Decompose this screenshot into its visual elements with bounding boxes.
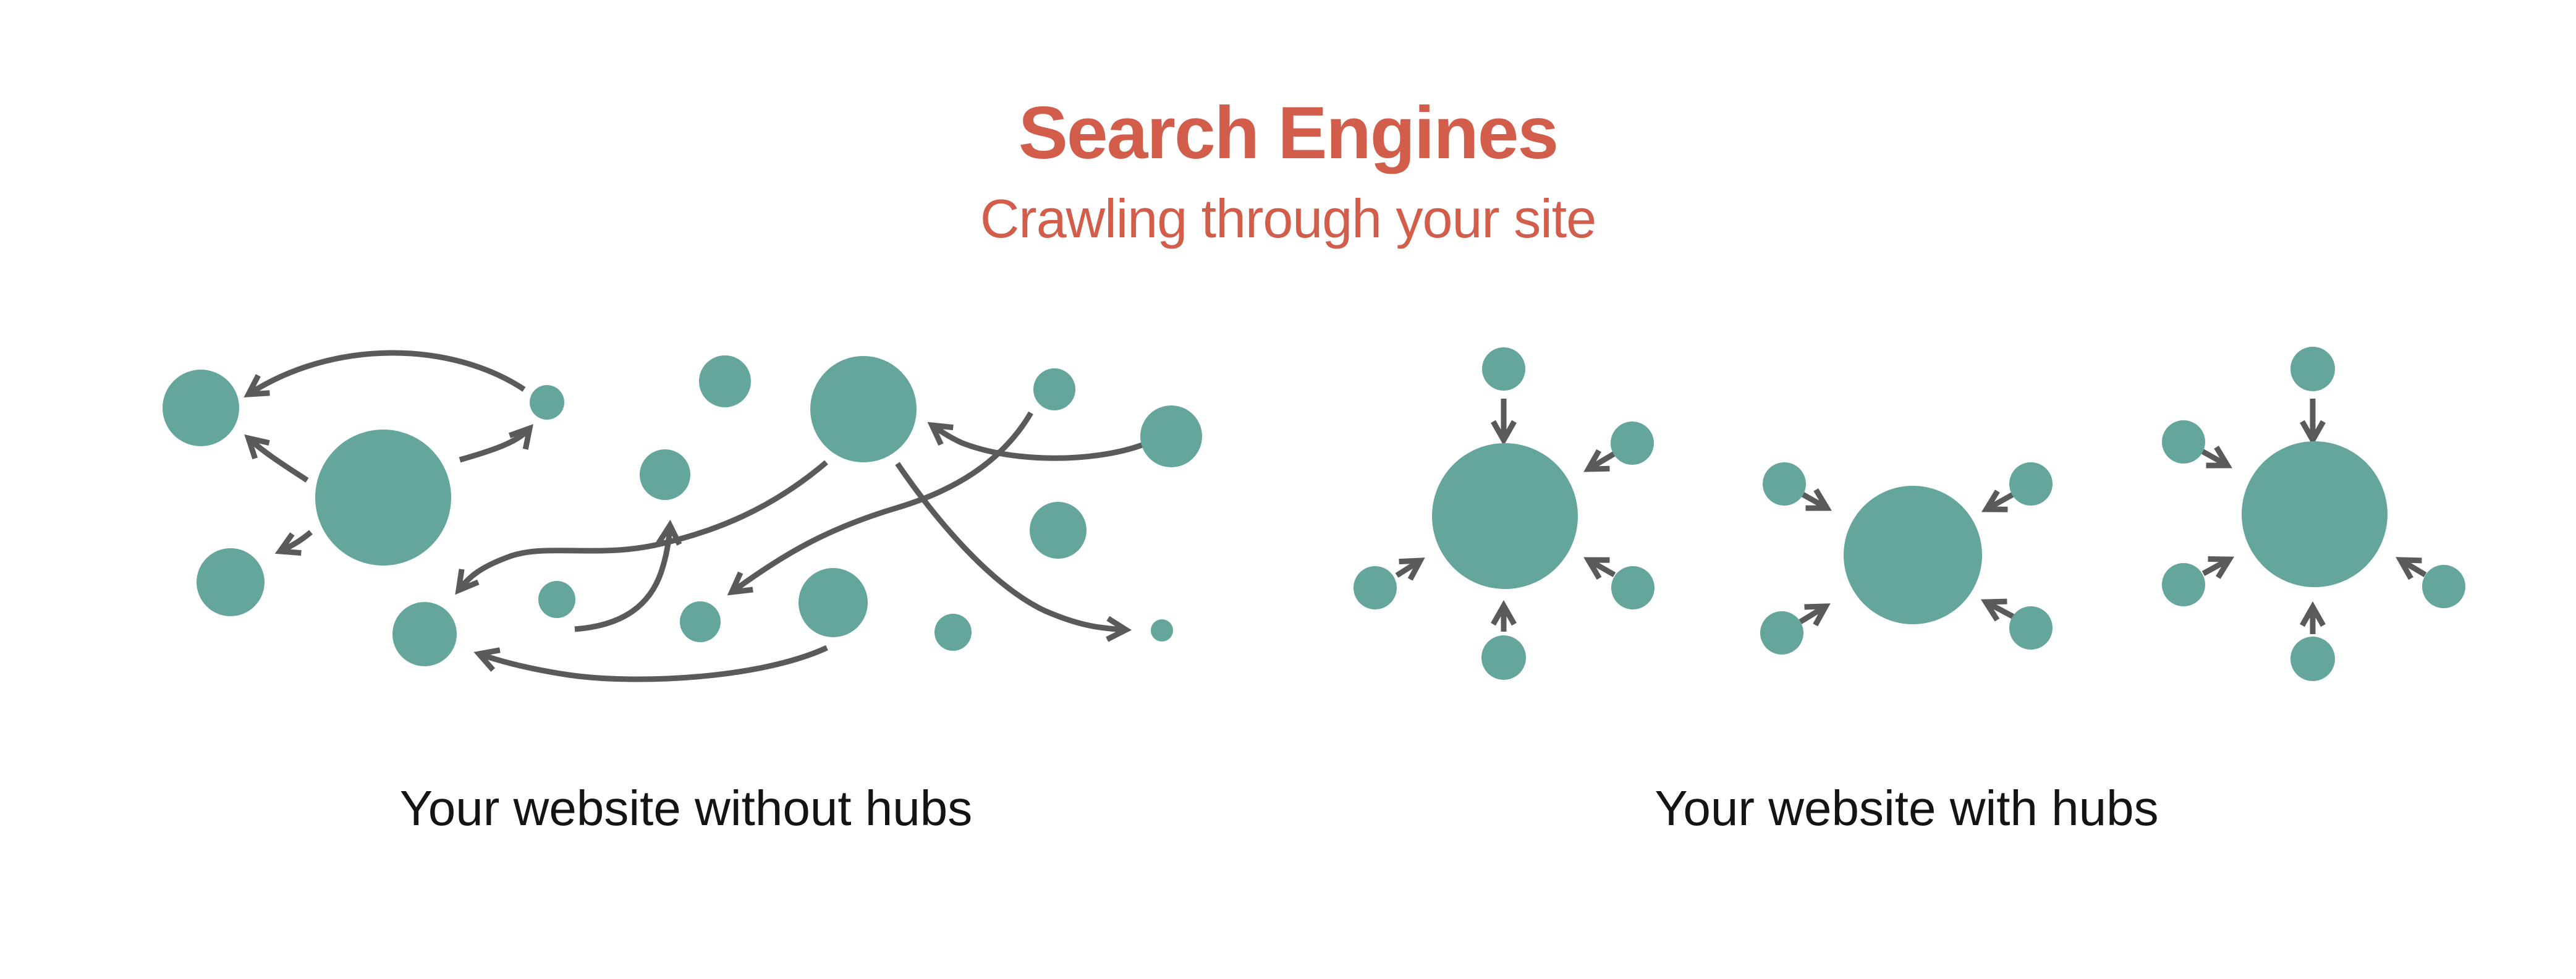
- page-subtitle: Crawling through your site: [980, 188, 1596, 249]
- page-node: [392, 602, 457, 666]
- inbound-link-arrow: [1980, 598, 2015, 622]
- crawl-link-arrow: [727, 411, 1033, 596]
- page-node: [1140, 405, 1202, 467]
- hub-node: [1432, 443, 1578, 589]
- page-node: [1151, 619, 1173, 642]
- satellite-page-node: [1482, 347, 1525, 391]
- crawl-link-arrow: [895, 462, 1132, 642]
- caption-without-hubs: Your website without hubs: [399, 781, 973, 836]
- without-hubs-network: [163, 350, 1202, 682]
- satellite-page-node: [1354, 566, 1397, 609]
- page-node: [538, 581, 575, 618]
- satellite-page-node: [2290, 637, 2335, 681]
- page-node: [680, 601, 721, 642]
- with-hubs-clusters: [1354, 347, 2465, 681]
- page-node: [934, 614, 972, 651]
- inbound-link-arrow: [2200, 446, 2232, 468]
- satellite-page-node: [1481, 635, 1526, 680]
- crawl-link-arrow: [244, 350, 526, 397]
- page-title: Search Engines: [1018, 91, 1559, 174]
- inbound-link-arrow: [2396, 557, 2427, 580]
- satellite-page-node: [1611, 566, 1654, 609]
- inbound-link-arrow: [1395, 557, 1425, 581]
- hub-node: [1844, 486, 1982, 624]
- satellite-page-node: [2422, 565, 2465, 608]
- crawl-link-arrow: [459, 424, 533, 463]
- satellite-page-node: [1760, 611, 1803, 655]
- satellite-page-node: [1763, 462, 1806, 506]
- inbound-link-arrow: [1583, 557, 1616, 580]
- satellite-page-node: [2009, 606, 2053, 650]
- crawl-link-arrow: [574, 519, 682, 632]
- inbound-link-arrow: [1981, 490, 2015, 512]
- crawl-link-arrow: [274, 530, 313, 556]
- caption-with-hubs: Your website with hubs: [1654, 781, 2159, 836]
- satellite-page-node: [2290, 347, 2335, 391]
- hub-node: [2242, 441, 2387, 587]
- page-node: [799, 568, 868, 637]
- page-node: [1033, 368, 1075, 410]
- crawl-link-arrow: [244, 434, 309, 483]
- inbound-link-arrow: [1583, 449, 1616, 472]
- page-node-large: [810, 356, 917, 462]
- page-node-large: [315, 430, 451, 566]
- satellite-page-node: [2162, 563, 2205, 606]
- crawl-link-arrow: [927, 422, 1143, 461]
- page-node: [699, 355, 751, 407]
- inbound-link-arrow: [1799, 603, 1831, 627]
- satellite-page-node: [2009, 462, 2053, 506]
- page-node: [163, 370, 239, 446]
- page-node: [640, 449, 690, 500]
- satellite-page-node: [1611, 422, 1654, 465]
- inbound-link-arrow: [2201, 556, 2235, 579]
- crawl-link-arrow: [473, 645, 828, 682]
- page-node: [530, 385, 564, 420]
- page-node: [197, 548, 265, 616]
- page-node: [1030, 502, 1087, 559]
- satellite-page-node: [2162, 420, 2205, 464]
- inbound-link-arrow: [1801, 488, 1832, 511]
- crawl-link-arrow: [455, 460, 828, 595]
